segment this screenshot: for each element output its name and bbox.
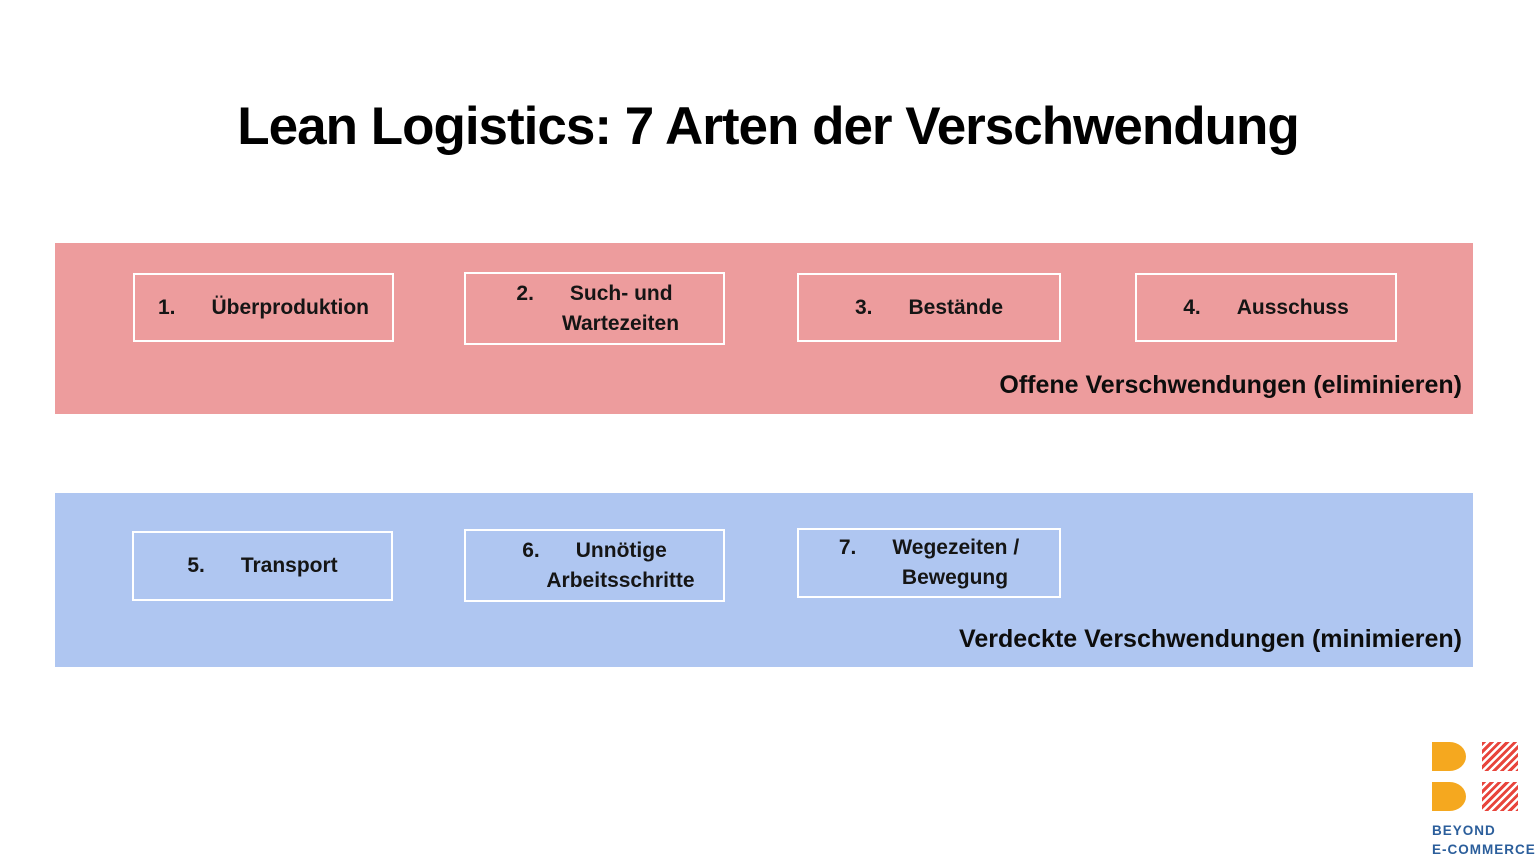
logo-red-hatch-icon (1482, 782, 1518, 811)
waste-number: 6. (522, 538, 540, 562)
waste-label: Bestände (908, 295, 1004, 319)
waste-box-ueberproduktion: 1. Überproduktion (133, 273, 394, 342)
logo-red-hatch-icon (1482, 742, 1518, 771)
waste-box-such-und-wartezeiten: 2. Such- und Wartezeiten (464, 272, 725, 345)
waste-number: 5. (187, 554, 205, 578)
waste-label: Unnötige (575, 538, 667, 562)
logo-text-line1: BEYOND (1432, 823, 1496, 838)
hidden-wastes-band: 5. Transport 6. Unnötige Arbeitsschritte… (55, 493, 1473, 667)
waste-label: Ausschuss (1236, 295, 1349, 319)
waste-box-ausschuss: 4. Ausschuss (1135, 273, 1397, 342)
waste-box-bestaende: 3. Bestände (797, 273, 1061, 342)
slide-title: Lean Logistics: 7 Arten der Verschwendun… (237, 97, 1299, 156)
open-wastes-caption: Offene Verschwendungen (eliminieren) (999, 371, 1462, 399)
waste-box-transport: 5. Transport (132, 531, 393, 601)
hidden-wastes-caption: Verdeckte Verschwendungen (minimieren) (959, 625, 1462, 653)
logo-text-line2: E-COMMERCE (1432, 841, 1536, 857)
waste-label: Wegezeiten / (892, 536, 1020, 560)
waste-label-line2: Arbeitsschritte (546, 568, 695, 592)
waste-label-line2: Wartezeiten (561, 311, 680, 335)
open-wastes-band: 1. Überproduktion 2. Such- und Wartezeit… (55, 243, 1473, 414)
waste-box-unnoetige-arbeitsschritte: 6. Unnötige Arbeitsschritte (464, 529, 725, 602)
waste-number: 2. (516, 281, 534, 305)
waste-number: 4. (1183, 295, 1201, 319)
waste-label-line2: Bewegung (901, 566, 1009, 589)
waste-number: 7. (838, 536, 857, 560)
logo-yellow-d-icon (1432, 742, 1466, 771)
waste-label: Such- und (569, 281, 673, 305)
waste-number: 3. (854, 295, 873, 319)
logo-yellow-d-icon (1432, 782, 1466, 811)
waste-label: Transport (240, 554, 338, 578)
waste-box-wegezeiten-bewegung: 7. Wegezeiten / Bewegung (797, 528, 1061, 598)
waste-label: Überproduktion (211, 295, 370, 319)
waste-number: 1. (157, 295, 176, 319)
beyond-ecommerce-logo: BEYOND E-COMMERCE (1432, 742, 1536, 860)
